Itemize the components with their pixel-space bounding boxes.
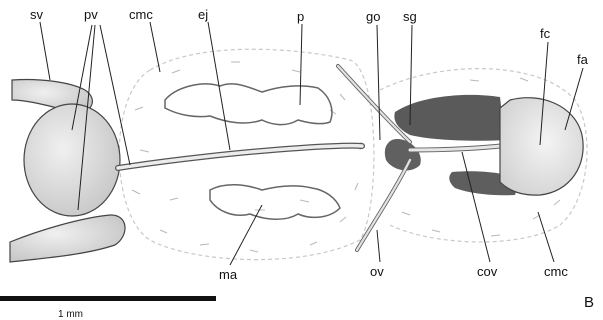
label-pv: pv [84,7,98,22]
label-ov: ov [370,264,384,279]
lower-vesicle [10,215,125,262]
label-cov: cov [477,264,498,279]
label-go: go [366,9,380,24]
prostate-upper [165,84,332,125]
muscular-atrium [210,185,340,220]
prostatic-vesicle [24,104,120,216]
label-p: p [297,9,304,24]
female-atrium [500,98,583,195]
label-cmc-bottom: cmc [544,264,568,279]
label-ma: ma [219,267,238,282]
scale-bar [0,296,216,301]
panel-label: B [584,294,594,311]
ejaculatory-duct [118,146,362,168]
label-fa: fa [577,52,589,67]
label-fc: fc [540,26,551,41]
label-sg: sg [403,9,417,24]
scale-bar-label: 1 mm [58,309,83,320]
label-cmc-top: cmc [129,7,153,22]
gonad-mass-left [385,139,421,170]
label-ej: ej [198,7,208,22]
label-sv: sv [30,7,44,22]
